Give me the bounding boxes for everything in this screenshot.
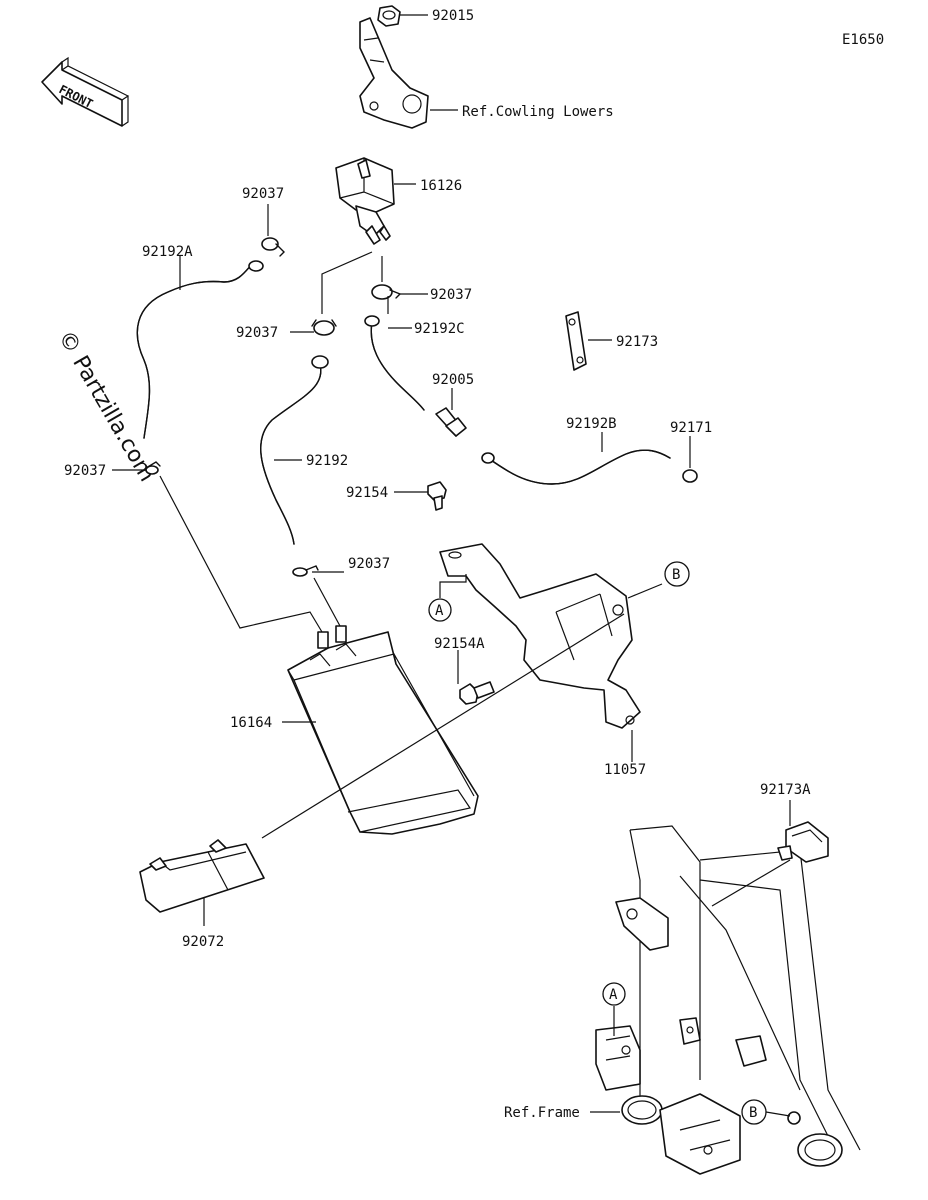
label-92173[interactable]: 92173 [616, 334, 658, 350]
label-92173A[interactable]: 92173A [760, 782, 811, 798]
clip-92037-top [261, 237, 285, 257]
label-92037-mid-right[interactable]: 92037 [430, 287, 472, 303]
clip-92037-mid-left [311, 319, 337, 336]
clip-92037-low [292, 565, 319, 577]
callout-a-upper-label: A [435, 603, 444, 619]
label-92037-left[interactable]: 92037 [64, 463, 106, 479]
label-92037-top[interactable]: 92037 [242, 186, 284, 202]
front-arrow-icon: FRONT [41, 56, 130, 127]
cowling-bracket [359, 17, 429, 129]
bolt-92154A [459, 681, 495, 705]
label-92154[interactable]: 92154 [346, 485, 388, 501]
callout-b-lower-label: B [749, 1105, 757, 1121]
callout-a-lower-label: A [609, 987, 618, 1003]
band-92173 [565, 311, 587, 371]
label-92192C[interactable]: 92192C [414, 321, 465, 337]
label-92072[interactable]: 92072 [182, 934, 224, 950]
label-92171[interactable]: 92171 [670, 420, 712, 436]
callout-b-upper: B [664, 561, 690, 587]
callout-a-lower: A [602, 982, 626, 1006]
label-92015[interactable]: 92015 [432, 8, 474, 24]
clamp-92171 [682, 469, 698, 483]
label-16164[interactable]: 16164 [230, 715, 272, 731]
label-92154A[interactable]: 92154A [434, 636, 485, 652]
label-92192[interactable]: 92192 [306, 453, 348, 469]
solenoid-valve-16126 [335, 157, 395, 245]
label-ref-cowling[interactable]: Ref.Cowling Lowers [462, 104, 614, 120]
hose-92192A [136, 260, 264, 439]
callout-a-upper: A [428, 598, 452, 622]
frame [595, 825, 861, 1175]
callout-b-upper-label: B [672, 567, 680, 583]
bolt-92154 [427, 481, 447, 511]
band-92173A [777, 821, 829, 863]
bracket-11057 [439, 543, 641, 729]
hose-92192 [260, 355, 329, 545]
callout-b-lower: B [741, 1099, 767, 1125]
label-ref-frame[interactable]: Ref.Frame [504, 1105, 580, 1121]
nut-92015 [377, 5, 401, 27]
label-92037-low[interactable]: 92037 [348, 556, 390, 572]
canister-16164 [287, 625, 479, 835]
label-92005[interactable]: 92005 [432, 372, 474, 388]
fitting-92005 [435, 407, 467, 437]
holder-92072 [139, 839, 265, 913]
hose-92192C [364, 315, 425, 411]
label-16126[interactable]: 16126 [420, 178, 462, 194]
diagram-id: E1650 [842, 32, 884, 48]
leader-lines [112, 14, 791, 1117]
label-11057[interactable]: 11057 [604, 762, 646, 778]
hose-92192B [481, 449, 671, 485]
clip-92037-mid-right [371, 284, 402, 300]
label-92037-mid-left[interactable]: 92037 [236, 325, 278, 341]
label-92192A[interactable]: 92192A [142, 244, 193, 260]
label-92192B[interactable]: 92192B [566, 416, 617, 432]
